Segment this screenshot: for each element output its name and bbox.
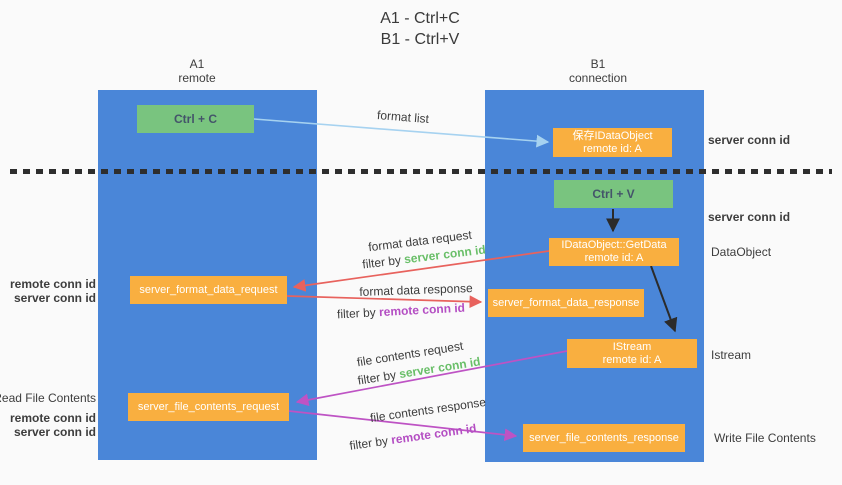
node-istream-line1: IStream xyxy=(612,340,652,353)
filter-by-text: filter by xyxy=(361,252,405,272)
node-ctrl-c: Ctrl + C xyxy=(137,105,254,133)
remote-conn-id-text: remote conn id xyxy=(378,300,466,320)
session-separator-dotted-line xyxy=(10,169,832,174)
right-label-write-file-contents: Write File Contents xyxy=(714,431,816,445)
node-server-format-data-response: server_format_data_response xyxy=(488,289,644,317)
filter-by-text: filter by xyxy=(348,433,393,453)
left-label-read-file-contents: Read File Contents xyxy=(0,391,96,405)
node-save-idataobject: 保存IDataObject remote id: A xyxy=(553,128,672,157)
node-server-file-contents-request-label: server_file_contents_request xyxy=(137,400,280,413)
edge-label-format-data-response: format data response xyxy=(359,281,473,299)
node-ctrl-c-label: Ctrl + C xyxy=(173,112,217,126)
edge-label-filter-remote-conn-1: filter by remote conn id xyxy=(337,301,466,322)
right-label-server-conn-id-1: server conn id xyxy=(708,133,791,147)
node-server-file-contents-response-label: server_file_contents_response xyxy=(529,431,679,444)
diagram-title: A1 - Ctrl+C B1 - Ctrl+V xyxy=(380,8,460,50)
title-line-1: A1 - Ctrl+C xyxy=(380,10,460,27)
lane-header-a1: A1 remote xyxy=(178,57,215,85)
lane-b1-name: B1 xyxy=(590,57,606,71)
left-label-remote-conn-id-1: remote conn id xyxy=(9,277,96,291)
lane-a1-name: A1 xyxy=(189,57,205,71)
node-idataobject-getdata-line1: IDataObject::GetData xyxy=(561,239,667,251)
left-label-remote-conn-id-2: remote conn id xyxy=(9,411,96,425)
node-ctrl-v: Ctrl + V xyxy=(554,180,673,208)
node-idataobject-getdata: IDataObject::GetData remote id: A xyxy=(549,238,679,266)
node-save-idataobject-line2: remote id: A xyxy=(583,142,642,155)
lane-a1-role: remote xyxy=(178,71,216,85)
left-label-server-conn-id-1: server conn id xyxy=(13,291,96,305)
node-server-format-data-request: server_format_data_request xyxy=(130,276,287,304)
lane-header-b1: B1 connection xyxy=(569,57,627,85)
node-server-format-data-response-label: server_format_data_response xyxy=(492,296,640,309)
right-label-server-conn-id-2: server conn id xyxy=(708,210,791,224)
remote-conn-id-text: remote conn id xyxy=(390,421,478,447)
node-ctrl-v-label: Ctrl + V xyxy=(592,187,635,201)
node-save-idataobject-line1: 保存IDataObject xyxy=(572,129,653,142)
edge-label-file-contents-response: file contents response xyxy=(369,394,487,426)
node-server-format-data-request-label: server_format_data_request xyxy=(139,283,278,296)
edge-label-filter-remote-conn-2: filter by remote conn id xyxy=(349,421,478,453)
right-label-dataobject: DataObject xyxy=(711,245,772,259)
left-label-server-conn-id-2: server conn id xyxy=(13,425,96,439)
node-server-file-contents-response: server_file_contents_response xyxy=(523,424,685,452)
edge-label-format-list: format list xyxy=(376,107,430,127)
right-label-istream: Istream xyxy=(711,348,752,362)
node-server-file-contents-request: server_file_contents_request xyxy=(128,393,289,421)
filter-by-text: filter by xyxy=(356,367,401,388)
node-istream: IStream remote id: A xyxy=(567,339,697,368)
lane-b1-role: connection xyxy=(568,71,628,85)
title-line-2: B1 - Ctrl+V xyxy=(380,31,460,48)
filter-by-text: filter by xyxy=(336,305,380,322)
node-idataobject-getdata-line2: remote id: A xyxy=(584,252,644,264)
node-istream-line2: remote id: A xyxy=(602,353,662,366)
